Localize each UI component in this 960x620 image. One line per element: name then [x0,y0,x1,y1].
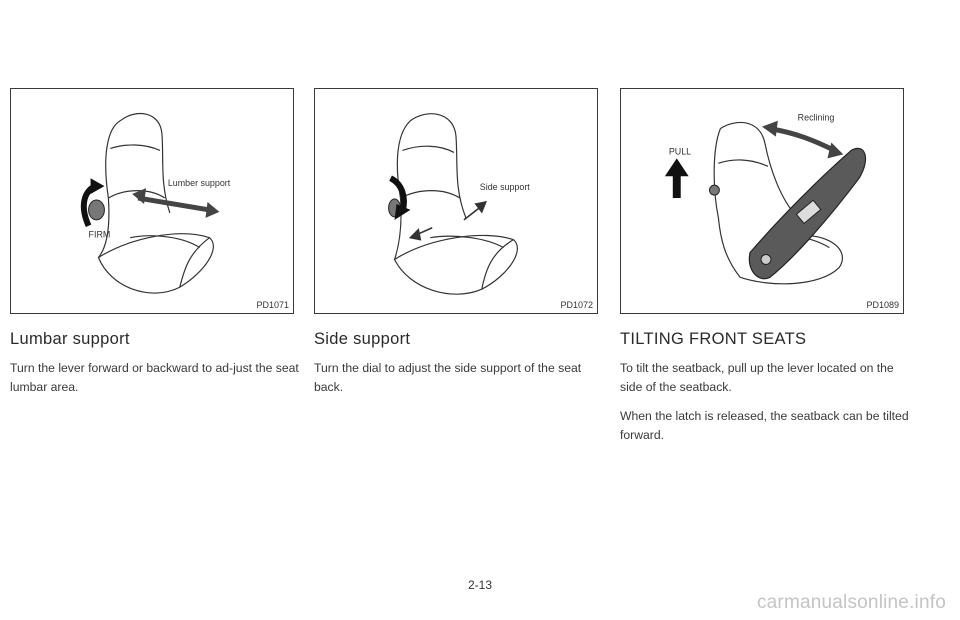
lumbar-support-section: Lumbar support Turn the lever forward or… [10,330,300,407]
figure-code: PD1072 [560,300,593,310]
seat-side-illustration: Side support [388,113,531,295]
latch-lever-icon [708,184,720,196]
figure-tilting-seat: Reclining PULL PD1089 [620,88,904,314]
side-support-section: Side support Turn the dial to adjust the… [314,330,604,407]
reclining-label: Reclining [798,113,835,123]
side-support-label: Side support [480,182,531,192]
seat-tilt-illustration: Reclining PULL [664,113,867,285]
reclining-arrow-icon [762,120,844,159]
watermark: carmanualsonline.info [756,592,946,613]
figure-side-support: Side support PD1072 [314,88,598,314]
double-arrow-icon [132,188,220,218]
lumber-support-label: Lumber support [168,178,231,188]
pull-label: PULL [669,146,691,156]
figure-code: PD1071 [256,300,289,310]
section-paragraph: To tilt the seatback, pull up the lever … [620,361,894,394]
figure-code: PD1089 [866,300,899,310]
lever-knob-icon [88,199,105,221]
firm-label: FIRM [89,230,111,240]
section-paragraph: When the latch is released, the seatback… [620,409,909,442]
seat-lumbar-illustration: Lumber support FIRM [80,113,231,294]
section-heading: TILTING FRONT SEATS [620,330,807,348]
page-number: 2-13 [467,578,493,592]
side-arrows-icon [408,200,488,241]
pull-arrow-icon [664,158,689,199]
section-heading: Side support [314,330,411,348]
section-heading: Lumbar support [10,330,130,348]
figure-lumbar-support: Lumber support FIRM PD1071 [10,88,294,314]
section-paragraph: Turn the dial to adjust the side support… [314,361,582,394]
tilting-front-seats-section: TILTING FRONT SEATS To tilt the seatback… [620,330,910,455]
section-paragraph: Turn the lever forward or backward to ad… [10,361,299,394]
